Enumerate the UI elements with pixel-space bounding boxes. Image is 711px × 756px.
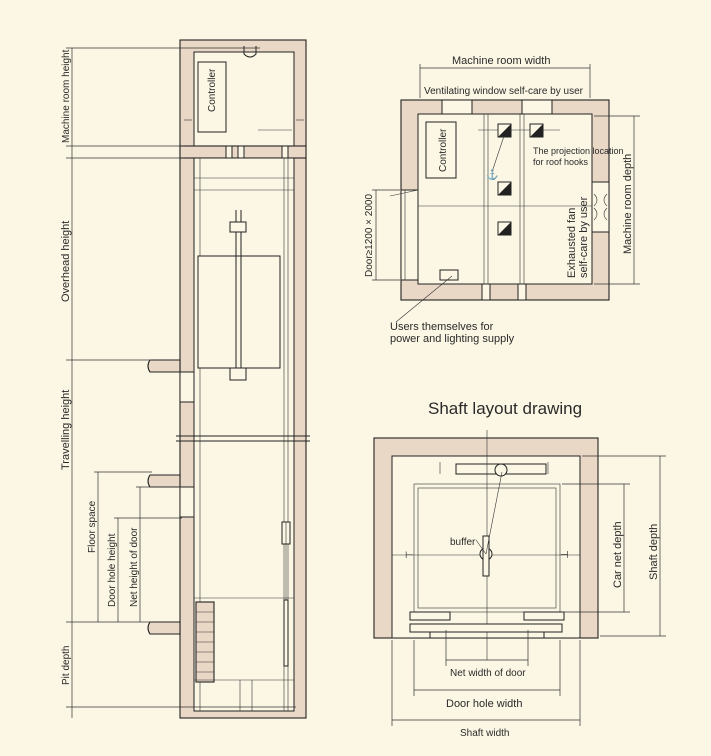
svg-text:⚓: ⚓	[486, 168, 498, 181]
landing-slab	[147, 621, 181, 635]
elevator-car	[197, 255, 281, 369]
landing-slab	[147, 359, 181, 373]
shaft-section-view: Controller	[147, 39, 310, 719]
roof-hooks-label: The projection location	[533, 146, 624, 156]
shaft-width-label: Shaft width	[460, 728, 509, 739]
svg-text:⊢: ⊢	[405, 550, 414, 561]
exhaust-fan-label: self-care by user	[578, 196, 590, 278]
ventilating-window	[441, 99, 473, 115]
exhaust-fan	[591, 181, 610, 233]
pit-depth-label: Pit depth	[61, 646, 72, 685]
landing-sill	[409, 623, 563, 633]
net-width-of-door-label: Net width of door	[450, 668, 526, 679]
controller-label: Controller	[438, 128, 449, 172]
svg-text:⊣: ⊣	[560, 550, 569, 561]
controller-label: Controller	[207, 68, 218, 112]
exhaust-fan-label: Exhausted fan	[566, 208, 578, 278]
landing-slab	[147, 474, 181, 488]
buffer-label: buffer	[450, 537, 476, 548]
door-hole-height-label: Door hole height	[107, 533, 118, 607]
ventilating-window-label: Ventilating window self-care by user	[424, 86, 584, 97]
travelling-height-label: Travelling height	[60, 390, 72, 470]
overhead-height-label: Overhead height	[60, 221, 72, 302]
machine-room-height-label: Machine room height	[61, 49, 72, 143]
machine-room-depth-label: Machine room depth	[622, 154, 634, 254]
roof-hooks-label: for roof hooks	[533, 157, 589, 167]
machine-room-dimensions: Machine room width Ventilating window se…	[364, 55, 640, 345]
section-dimensions: Machine room height Overhead height Trav…	[60, 47, 296, 718]
roof-hook-icon	[243, 46, 257, 58]
shaft-layout-title: Shaft layout drawing	[428, 399, 582, 418]
controller-box	[425, 121, 457, 179]
shaft-layout-dimensions: Car net depth Shaft depth Net width of d…	[391, 455, 666, 739]
car-net-depth-label: Car net depth	[612, 521, 624, 588]
counterweight-pulley	[494, 463, 508, 477]
machine-room-door	[400, 189, 419, 281]
shaft-layout-plan: ⊢ ⊣ buffer	[373, 430, 599, 660]
controller-box	[197, 61, 227, 133]
power-supply-label: power and lighting supply	[390, 333, 515, 345]
net-height-of-door-label: Net height of door	[129, 527, 140, 607]
machine-room-width-label: Machine room width	[452, 55, 550, 67]
power-supply-label: Users themselves for	[390, 321, 494, 333]
power-supply-box	[439, 269, 459, 281]
door-size-label: Door≥1200 × 2000	[364, 194, 375, 277]
shaft-depth-label: Shaft depth	[648, 524, 660, 580]
floor-space-label: Floor space	[87, 500, 98, 553]
fan-icon	[593, 193, 608, 221]
machine-room-plan: Controller ⚓ The projection location for…	[389, 99, 624, 323]
door-hole-width-label: Door hole width	[446, 698, 522, 710]
